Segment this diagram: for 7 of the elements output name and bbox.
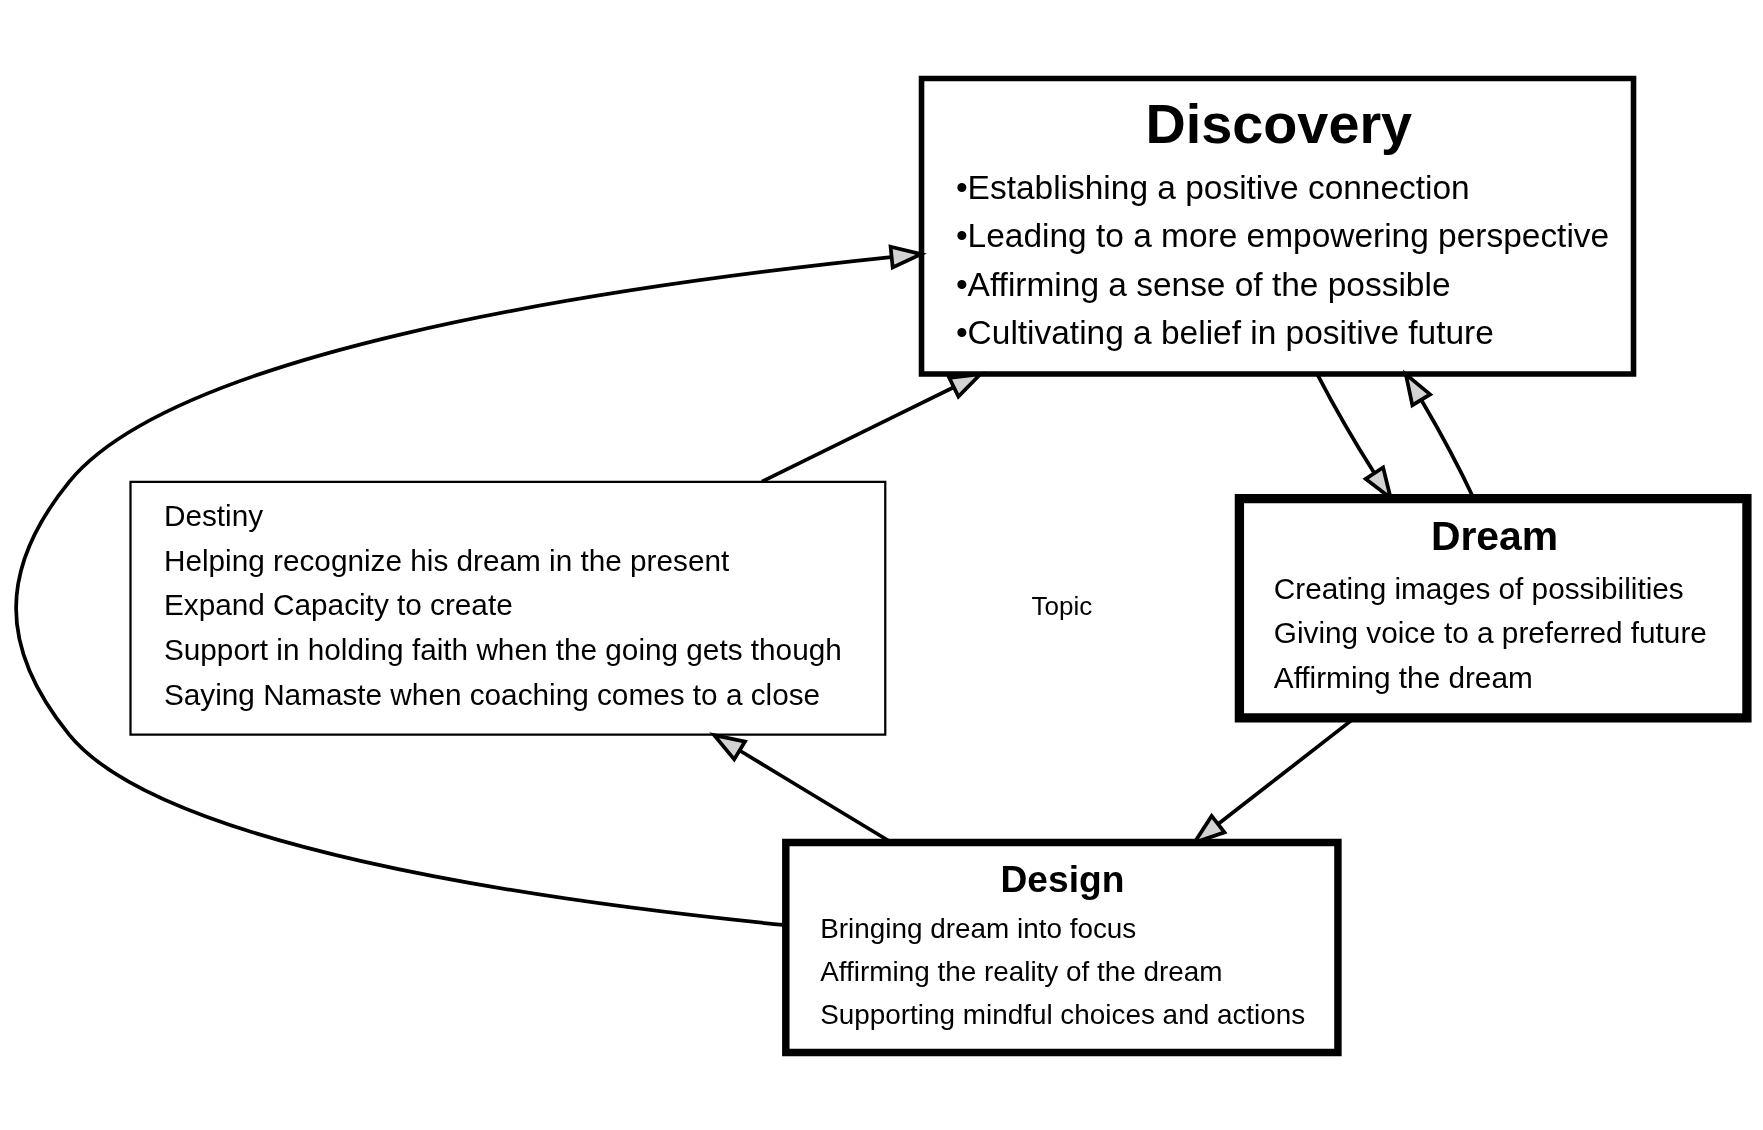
arrow	[761, 371, 986, 483]
arrow	[14, 243, 927, 927]
node-box: Discovery •Establishing a positive connection •Leading to a more empowering perspective •Affirming a sense of the possible •Cultivating a belief in positive future	[918, 75, 1637, 377]
node-box: Destiny Helping recognize his dream in the present Expand Capacity to create Support in holding faith when the going gets though Saying Namaste when coaching comes to a close	[129, 480, 887, 736]
node-box: Dream Creating images of possibilities Giving voice to a preferred future Affirming the dream	[1234, 493, 1752, 723]
node-box: Design Bringing dream into focus Affirming the reality of the dream Supporting mindful choices and actions	[782, 838, 1342, 1056]
label: Topic	[1031, 590, 1093, 621]
